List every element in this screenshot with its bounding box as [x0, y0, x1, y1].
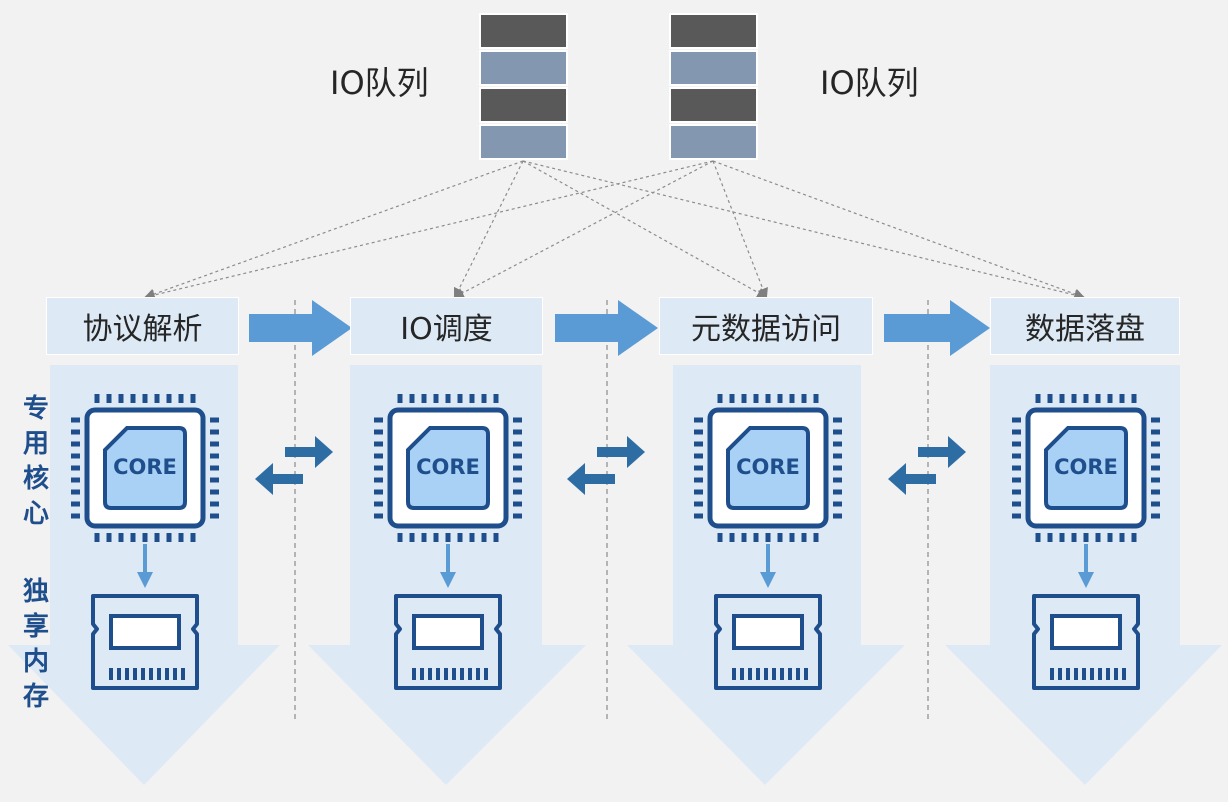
memory-module-1 — [91, 594, 199, 690]
side-char: 享 — [22, 612, 49, 642]
io-queue-label-right: IO队列 — [820, 64, 919, 102]
exchange-arrow-3 — [888, 436, 966, 495]
distribution-lines — [143, 160, 1086, 301]
core-memory-link-1 — [137, 544, 153, 588]
side-label-dedicated-core: 专 用 核 心 — [18, 392, 54, 532]
memory-chip — [109, 614, 181, 650]
memory-module-3 — [714, 594, 822, 690]
dist-line — [453, 160, 714, 299]
dist-line — [522, 160, 1086, 301]
side-char: 核 — [22, 464, 49, 494]
core-label-4: CORE — [1054, 455, 1118, 479]
core-label-2: CORE — [416, 455, 480, 479]
dist-line — [712, 160, 768, 300]
core-label-1: CORE — [113, 455, 177, 479]
dist-line — [454, 160, 524, 299]
dist-line — [143, 160, 714, 301]
core-label-3: CORE — [736, 455, 800, 479]
cpu-chip-4 — [1012, 394, 1160, 542]
stage-data-persist: 数据落盘 — [990, 297, 1180, 355]
memory-chip — [732, 614, 804, 650]
stage-protocol-parse: 协议解析 — [46, 297, 239, 355]
cpu-chips — [71, 394, 1160, 542]
chip-core — [1044, 426, 1128, 510]
io-queue-right — [669, 13, 758, 160]
memory-chip — [412, 614, 484, 650]
dist-line — [712, 160, 1086, 300]
memory-modules — [91, 594, 1140, 690]
cpu-chip-2 — [374, 394, 522, 542]
memory-module-4 — [1032, 594, 1140, 690]
exchange-arrows — [255, 436, 966, 495]
flow-arrows — [249, 300, 990, 356]
memory-module-2 — [394, 594, 502, 690]
core-memory-link-2 — [440, 544, 456, 588]
memory-contacts — [732, 668, 808, 680]
flow-arrow-2 — [555, 300, 658, 356]
chip-pins — [374, 394, 522, 542]
chip-pins — [694, 394, 842, 542]
chip-pins — [71, 394, 219, 542]
core-memory-link-3 — [760, 544, 776, 588]
core-memory-link-4 — [1078, 544, 1094, 588]
side-char: 用 — [22, 429, 49, 459]
separators — [294, 300, 929, 722]
exchange-arrow-2 — [567, 436, 645, 495]
chip-core — [103, 426, 187, 510]
chip-pins — [1012, 394, 1160, 542]
stage-io-schedule: IO调度 — [350, 297, 543, 355]
side-char: 内 — [22, 647, 49, 677]
io-queue-left — [479, 13, 568, 160]
flow-arrow-1 — [249, 300, 352, 356]
io-queue-label-left: IO队列 — [330, 64, 429, 102]
chip-core — [406, 426, 490, 510]
side-char: 存 — [22, 682, 49, 712]
memory-contacts — [412, 668, 488, 680]
dist-line — [522, 160, 768, 299]
memory-contacts — [109, 668, 185, 680]
core-to-memory-arrows — [137, 544, 1094, 588]
dist-line — [143, 160, 524, 300]
memory-contacts — [1050, 668, 1126, 680]
stage-metadata-access: 元数据访问 — [659, 297, 873, 355]
side-char: 专 — [22, 394, 49, 424]
side-char: 心 — [22, 499, 49, 529]
exchange-arrow-1 — [255, 436, 333, 495]
chip-core — [726, 426, 810, 510]
flow-arrow-3 — [884, 300, 990, 356]
side-char: 独 — [22, 577, 49, 607]
cpu-chip-1 — [71, 394, 219, 542]
memory-chip — [1050, 614, 1122, 650]
cpu-chip-3 — [694, 394, 842, 542]
side-label-exclusive-memory: 独 享 内 存 — [18, 575, 54, 715]
